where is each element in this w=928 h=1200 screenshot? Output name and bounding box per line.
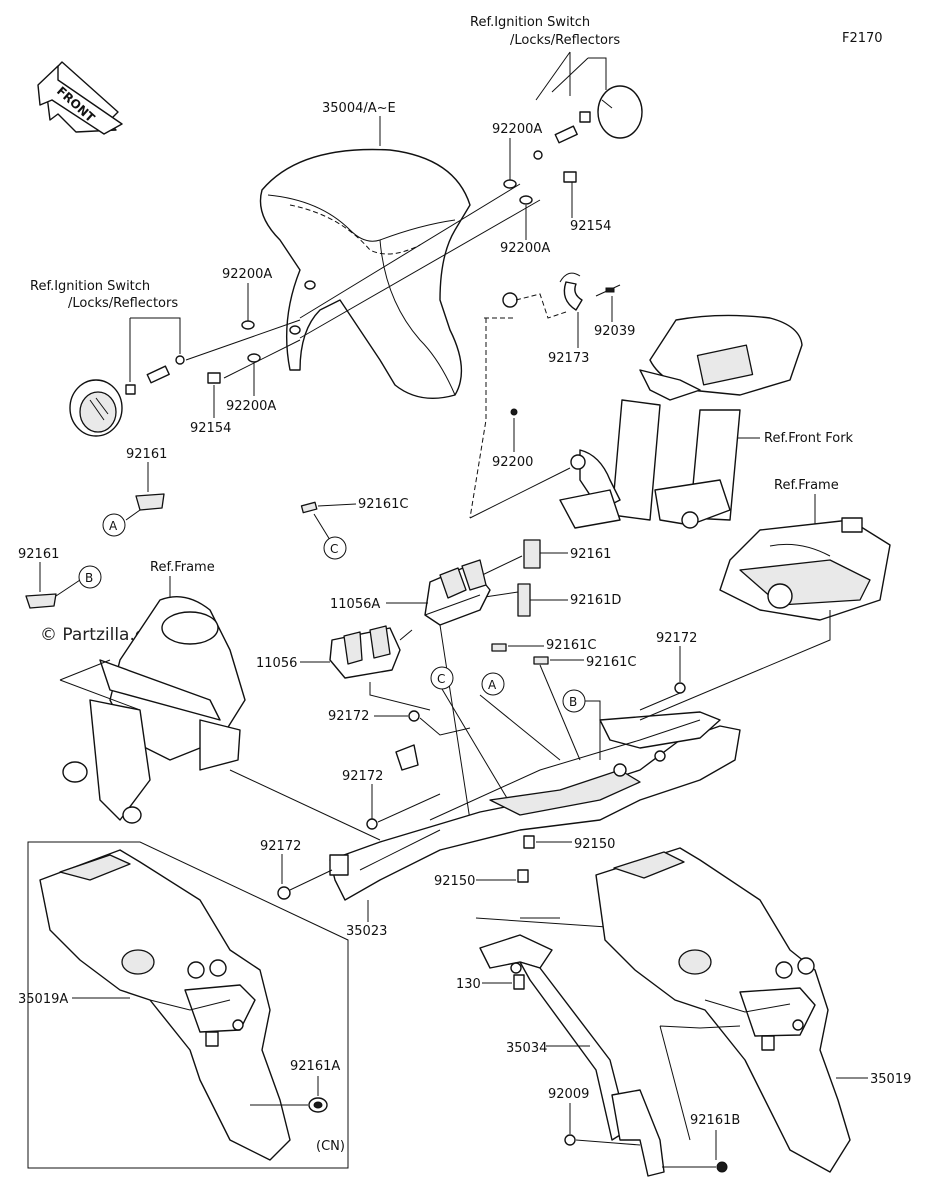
part-92200a-left-top: 92200A <box>222 267 272 282</box>
bolt-92150-b <box>517 869 529 883</box>
rear-fender-35019 <box>595 847 851 1173</box>
part-92161-center: 92161 <box>570 547 611 562</box>
pad-92161c-top <box>300 501 318 514</box>
bolt-92172-left <box>277 886 291 900</box>
part-92150-a: 92150 <box>574 837 615 852</box>
bolt-92172-right <box>639 682 686 711</box>
part-92172-right: 92172 <box>656 631 697 646</box>
callout-c-left <box>323 536 347 560</box>
part-92161a: 92161A <box>290 1059 340 1074</box>
part-92200a-top: 92200A <box>492 122 542 137</box>
part-92173: 92173 <box>548 351 589 366</box>
callout-a-mid-text: A <box>488 678 497 692</box>
part-35004: 35004/A~E <box>322 101 396 116</box>
part-92200: 92200 <box>492 455 533 470</box>
grommet-92161b <box>716 1161 728 1173</box>
diagram-code: F2170 <box>842 31 883 46</box>
washer-92200a-top <box>503 179 517 189</box>
part-92172-mid2: 92172 <box>342 769 383 784</box>
part-92172-left: 92172 <box>260 839 301 854</box>
part-92161d: 92161D <box>570 593 621 608</box>
ref-frame-left: Ref.Frame <box>150 560 215 575</box>
pad-92161-left <box>135 493 165 511</box>
bolt-92172-mid2 <box>366 818 378 830</box>
ref-front-fork: Ref.Front Fork <box>764 431 854 446</box>
part-92150-b: 92150 <box>434 874 475 889</box>
callout-a-left <box>102 513 126 537</box>
part-35019a: 35019A <box>18 992 68 1007</box>
callout-b-left <box>78 565 102 589</box>
frame-right <box>719 517 891 621</box>
part-35019: 35019 <box>870 1072 911 1087</box>
part-92200a-left-bottom: 92200A <box>226 399 276 414</box>
part-92161c-mid2: 92161C <box>586 655 636 670</box>
bolt-92172-mid1 <box>408 710 420 722</box>
part-92161b: 92161B <box>690 1113 740 1128</box>
cover-11056a <box>424 559 491 626</box>
tie-92039 <box>595 284 621 297</box>
washer-92200a-left-bottom <box>247 353 261 363</box>
part-35034: 35034 <box>506 1041 547 1056</box>
pad-92161c-mid2 <box>533 656 549 665</box>
part-92161c-mid1: 92161C <box>546 638 596 653</box>
washer-92200a-left-top <box>241 320 255 330</box>
frame-left <box>59 596 246 824</box>
part-11056a: 11056A <box>330 597 380 612</box>
bolt-92154-right <box>563 171 577 183</box>
part-92161-b: 92161 <box>18 547 59 562</box>
clamp-92173 <box>559 272 583 311</box>
part-92009: 92009 <box>548 1087 589 1102</box>
bolt-92154-left <box>207 372 221 384</box>
bracket-35034 <box>479 934 665 1177</box>
callout-c-left-text: C <box>330 542 338 556</box>
ref-ignition-left-line2: /Locks/Reflectors <box>68 296 178 311</box>
ref-ignition-top-line1: Ref.Ignition Switch <box>470 15 590 30</box>
ref-frame-right: Ref.Frame <box>774 478 839 493</box>
part-92161c-top: 92161C <box>358 497 408 512</box>
rear-fender-35019a <box>39 849 291 1161</box>
pad-92161-b <box>25 593 57 609</box>
part-92161-left: 92161 <box>126 447 167 462</box>
reflector-left <box>69 317 185 437</box>
callout-a-mid <box>481 672 505 696</box>
bolt-92150-a <box>523 835 535 849</box>
pad-92161-center <box>523 539 541 569</box>
pad-92161c-mid1 <box>491 643 507 652</box>
washer-92200a-mid <box>519 195 533 205</box>
variant-box-label: (CN) <box>316 1139 345 1154</box>
part-92172-mid1: 92172 <box>328 709 369 724</box>
cover-11056 <box>329 625 413 679</box>
part-11056: 11056 <box>256 656 297 671</box>
ref-ignition-top-line2: /Locks/Reflectors <box>510 33 620 48</box>
bolt-130 <box>513 974 525 990</box>
clip-bracket <box>395 744 419 771</box>
screw-92009 <box>564 1134 576 1146</box>
callout-b-left-text: B <box>85 571 93 585</box>
front-fender <box>259 148 518 400</box>
part-35023: 35023 <box>346 924 387 939</box>
front-direction-arrow: FRONT <box>37 61 123 135</box>
pad-92161d <box>517 583 531 617</box>
grommet-92161a <box>308 1097 328 1113</box>
front-fork-assembly <box>559 314 803 529</box>
rear-fender-35023 <box>329 711 741 901</box>
reflector-top-right <box>533 51 643 160</box>
part-92154-left: 92154 <box>190 421 231 436</box>
part-92200a-mid: 92200A <box>500 241 550 256</box>
part-92154-right: 92154 <box>570 219 611 234</box>
part-92039: 92039 <box>594 324 635 339</box>
part-130: 130 <box>456 977 481 992</box>
ref-ignition-left-line1: Ref.Ignition Switch <box>30 279 150 294</box>
washer-92200 <box>510 408 518 416</box>
callout-c-mid-text: C <box>437 672 445 686</box>
callout-a-left-text: A <box>109 519 118 533</box>
variant-box-cn <box>27 841 349 1169</box>
callout-b-mid-text: B <box>569 695 577 709</box>
